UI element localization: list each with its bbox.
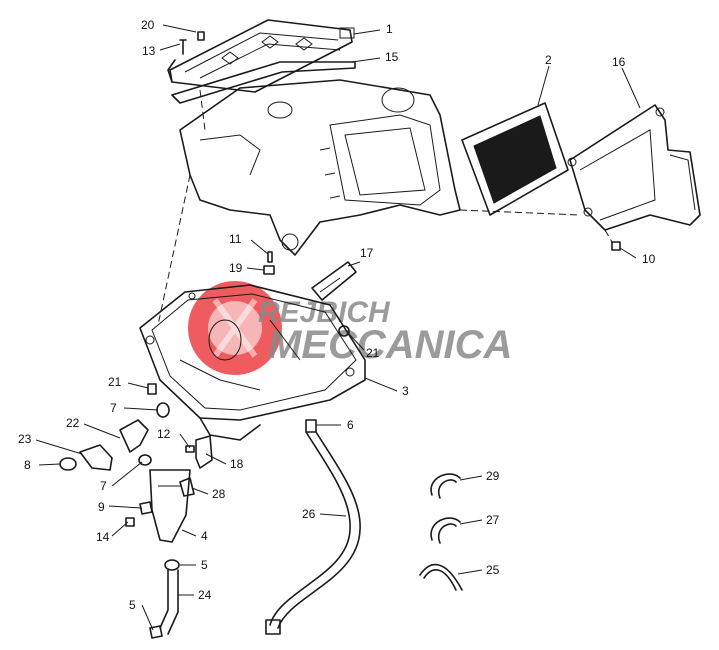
callout-16: 16: [612, 55, 626, 69]
clip-21-right: [338, 325, 350, 337]
callout-26: 26: [302, 507, 316, 521]
callout-2: 2: [545, 53, 552, 67]
callout-10: 10: [642, 252, 656, 266]
callout-28: 28: [212, 487, 226, 501]
watermark-text-top: REJBICH: [258, 296, 391, 329]
callout-9: 9: [98, 500, 105, 514]
callout-24: 24: [198, 588, 212, 602]
callout-25: 25: [486, 563, 500, 577]
screw-12: [185, 445, 195, 453]
callout-20: 20: [141, 18, 155, 32]
callout-29: 29: [486, 469, 500, 483]
assembly-lines: [157, 89, 613, 326]
sensor-part: [311, 261, 357, 301]
nut-19: [263, 265, 275, 275]
drain-hose-24: [159, 569, 179, 635]
clamp-8: [59, 457, 77, 471]
callout-18: 18: [230, 457, 244, 471]
air-filter-part: [461, 102, 569, 216]
separator-4: [149, 469, 191, 543]
clamp-5-top: [164, 559, 180, 571]
callout-23: 23: [18, 432, 32, 446]
callout-14: 14: [96, 530, 110, 544]
hose-26: [265, 431, 361, 635]
filter-cover-part: [567, 104, 701, 231]
callout-19: 19: [229, 261, 243, 275]
screw-14: [125, 517, 135, 527]
airbox-tray-part: [139, 284, 366, 441]
clip-29: [430, 473, 461, 499]
callout-22: 22: [66, 416, 80, 430]
callout-11: 11: [229, 232, 242, 246]
callout-7-top: 7: [110, 401, 117, 415]
gasket-part: [171, 61, 356, 104]
callout-13: 13: [142, 44, 156, 58]
clip-21-left: [147, 383, 157, 395]
clip-25: [419, 563, 463, 591]
ring-7-top: [156, 402, 170, 418]
callout-27: 27: [486, 513, 500, 527]
callout-5-top: 5: [201, 558, 208, 572]
callout-15: 15: [385, 50, 399, 64]
hose-23: [79, 444, 113, 471]
elbow-hose-22: [119, 419, 149, 453]
bracket-18: [195, 435, 213, 469]
watermark-text-bottom: MECCANICA: [268, 323, 512, 367]
callout-12: 12: [157, 427, 171, 441]
frame-body: [179, 79, 461, 256]
callout-17: 17: [360, 246, 374, 260]
bracket-28: [179, 477, 195, 497]
callout-6: 6: [347, 418, 354, 432]
screw-13: [179, 39, 187, 55]
screw-10: [611, 241, 621, 251]
callout-3: 3: [402, 384, 409, 398]
leader-lines: [35, 24, 641, 631]
callout-4: 4: [201, 529, 208, 543]
callout-21-right: 21: [366, 346, 380, 360]
callout-1: 1: [386, 22, 393, 36]
callout-21-left: 21: [108, 375, 122, 389]
intake-cover-part: [167, 19, 355, 93]
callout-7-bottom: 7: [100, 479, 107, 493]
clamp-5-bottom: [149, 625, 163, 639]
screw-11: [267, 251, 273, 263]
ring-7-bottom: [138, 454, 152, 466]
fitting-6: [305, 419, 317, 433]
callout-8: 8: [24, 458, 31, 472]
clip-27: [430, 517, 461, 544]
callout-5-bottom: 5: [129, 598, 136, 612]
screw-20: [197, 31, 205, 41]
